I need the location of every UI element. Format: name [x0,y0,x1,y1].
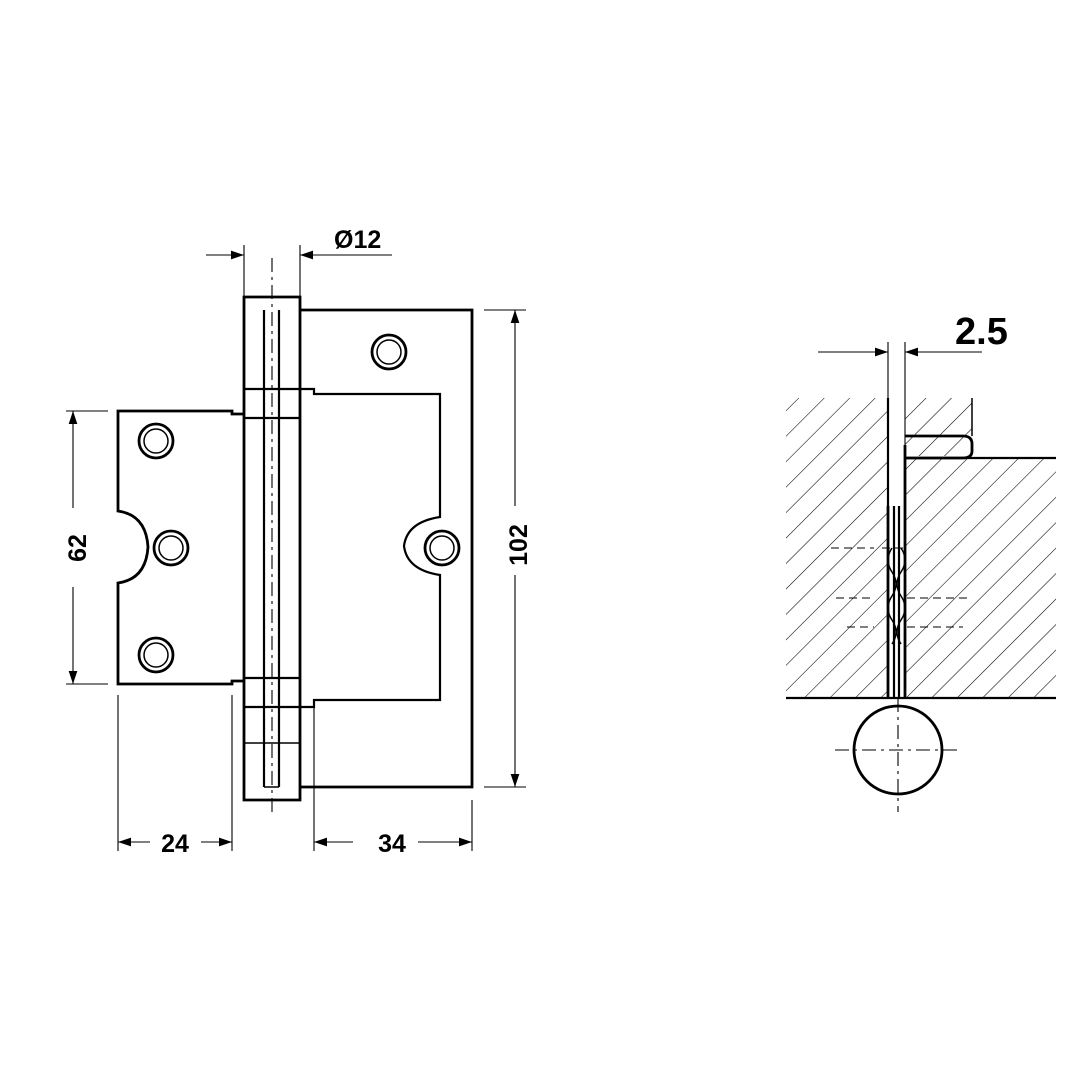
outer-leaf-screw-top [370,333,408,371]
hinge-barrel-outline [242,295,302,802]
gap-label: 2.5 [955,311,1008,353]
inner-leaf-height-label: 62 [64,534,92,562]
inner-leaf-screw-bottom [137,636,175,674]
pin-diameter-label: Ø12 [334,226,381,254]
inner-leaf-screw-top [137,422,175,460]
outer-leaf-screw-middle [423,529,461,567]
inner-leaf-screw-middle [152,529,190,567]
hinge-section-view: 2.5 [786,311,1056,812]
outer-leaf-cutout [300,387,442,709]
inner-leaf-width-label: 24 [161,830,189,858]
inner-leaf-outline [116,409,244,686]
hinge-front-view [116,258,474,812]
front-view-dimensions: Ø12 102 62 24 34 [64,226,533,858]
outer-leaf-width-label: 34 [378,830,406,858]
section-top-plate [905,434,974,460]
outer-leaf-outline [300,308,474,789]
total-height-label: 102 [505,524,533,566]
